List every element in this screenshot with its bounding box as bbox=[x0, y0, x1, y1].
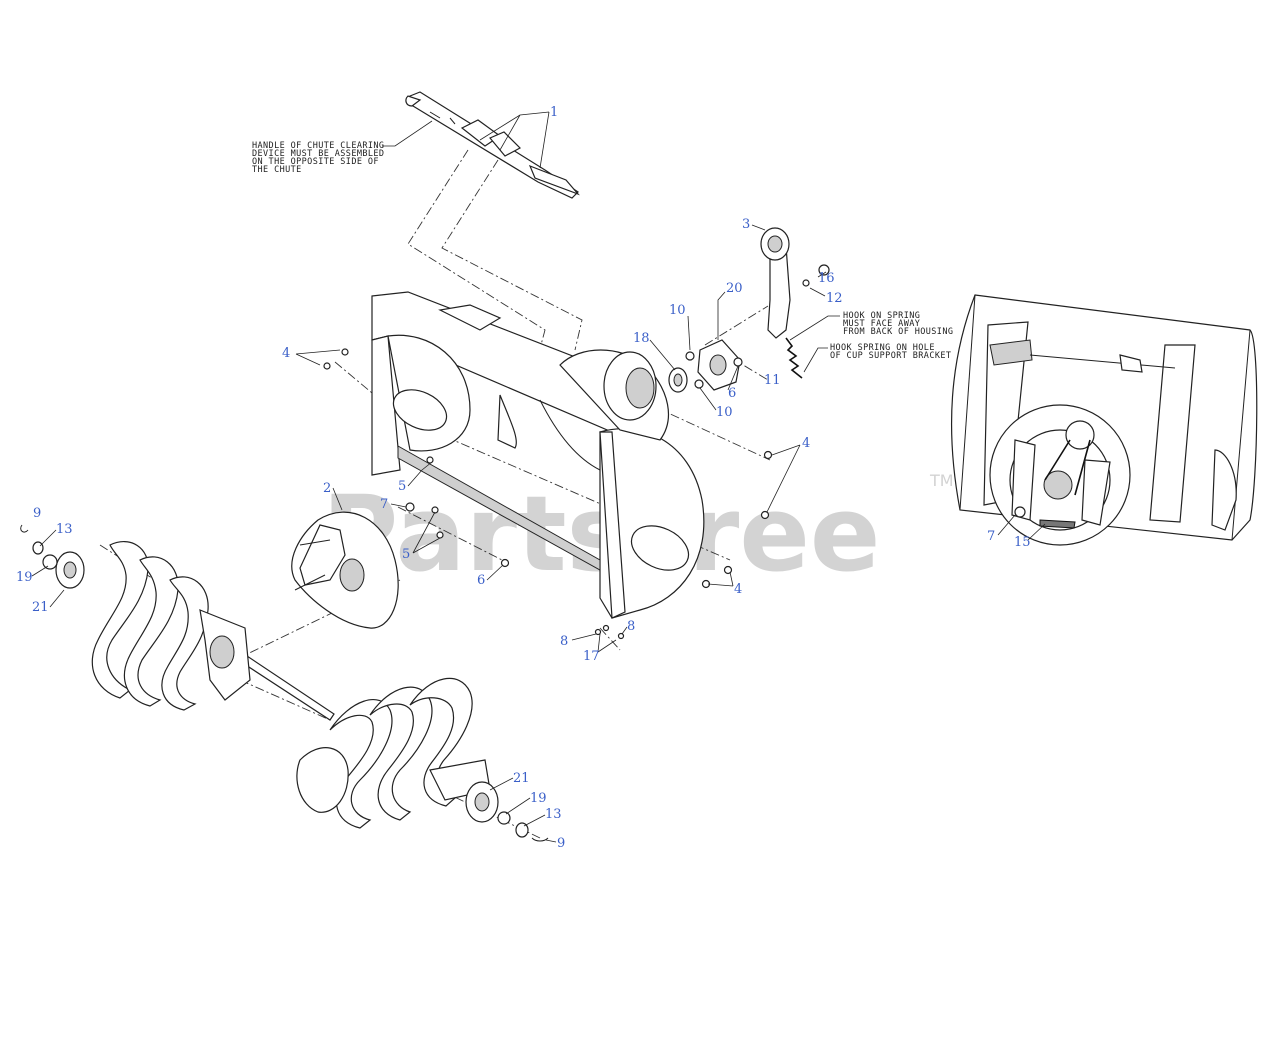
svg-text:THE CHUTE: THE CHUTE bbox=[252, 165, 302, 175]
callout-13-left: 13 bbox=[56, 522, 73, 537]
impeller-housing[interactable] bbox=[559, 349, 669, 441]
extension-spring[interactable] bbox=[785, 337, 803, 379]
callout-7-inset: 7 bbox=[987, 529, 995, 544]
svg-text:FROM BACK OF HOUSING: FROM BACK OF HOUSING bbox=[843, 327, 953, 337]
left-bearing-hub[interactable] bbox=[20, 524, 85, 589]
hardware-fasteners[interactable] bbox=[323, 348, 773, 640]
svg-text:DEVICE MUST BE ASSEMBLED: DEVICE MUST BE ASSEMBLED bbox=[252, 149, 384, 159]
callout-19-left: 19 bbox=[16, 570, 33, 585]
left-auger[interactable] bbox=[91, 540, 251, 711]
chute-clearing-tool[interactable] bbox=[405, 91, 580, 199]
callout-10-upper: 10 bbox=[669, 303, 686, 318]
svg-text:HANDLE OF CHUTE CLEARING: HANDLE OF CHUTE CLEARING bbox=[252, 141, 384, 151]
callout-12: 12 bbox=[826, 291, 843, 306]
callout-9-left: 9 bbox=[33, 506, 41, 521]
right-bearing-hub[interactable] bbox=[465, 781, 549, 842]
callout-4-lower: 4 bbox=[734, 582, 742, 597]
svg-text:MUST FACE AWAY: MUST FACE AWAY bbox=[843, 319, 920, 329]
chute-handle-note: HANDLE OF CHUTE CLEARING DEVICE MUST BE … bbox=[252, 120, 433, 175]
callout-11: 11 bbox=[764, 373, 781, 388]
watermark-trademark: TM bbox=[929, 471, 954, 490]
callout-15: 15 bbox=[1014, 535, 1031, 550]
right-auger[interactable] bbox=[296, 677, 491, 829]
callout-6-upper: 6 bbox=[728, 386, 736, 401]
callout-16: 16 bbox=[818, 271, 835, 286]
idler-pulley-bracket[interactable] bbox=[760, 227, 830, 339]
callout-21-right: 21 bbox=[513, 771, 530, 786]
svg-text:HOOK ON SPRING: HOOK ON SPRING bbox=[843, 311, 920, 321]
callout-21-left: 21 bbox=[32, 600, 49, 615]
callout-5-upper: 5 bbox=[398, 479, 406, 494]
callout-8-right: 8 bbox=[627, 619, 635, 634]
callout-17: 17 bbox=[583, 649, 600, 664]
svg-text:HOOK SPRING ON HOLE: HOOK SPRING ON HOLE bbox=[830, 343, 935, 353]
callout-13-right: 13 bbox=[545, 807, 562, 822]
callout-8-left: 8 bbox=[560, 634, 568, 649]
bearing-flange-assembly[interactable] bbox=[668, 339, 743, 393]
impeller[interactable] bbox=[291, 511, 399, 629]
callout-2: 2 bbox=[323, 481, 331, 496]
callout-3: 3 bbox=[742, 217, 750, 232]
callout-19-right: 19 bbox=[530, 791, 547, 806]
spring-hook-notes: HOOK ON SPRING MUST FACE AWAY FROM BACK … bbox=[789, 311, 953, 373]
callout-20: 20 bbox=[726, 281, 743, 296]
svg-text:OF CUP SUPPORT BRACKET: OF CUP SUPPORT BRACKET bbox=[830, 351, 951, 361]
callout-7-housing: 7 bbox=[380, 497, 388, 512]
callout-4-left: 4 bbox=[282, 346, 290, 361]
callout-18: 18 bbox=[633, 331, 650, 346]
auger-housing[interactable] bbox=[371, 291, 705, 619]
callout-labels: 1 3 16 12 20 10 18 6 10 11 4 4 4 5 5 2 7… bbox=[16, 105, 1046, 851]
callout-5-lower: 5 bbox=[402, 547, 410, 562]
callout-1: 1 bbox=[550, 105, 558, 120]
callout-9-right: 9 bbox=[557, 836, 565, 851]
assembled-housing-inset bbox=[951, 294, 1258, 546]
callout-4-right: 4 bbox=[802, 436, 810, 451]
svg-text:ON THE OPPOSITE SIDE OF: ON THE OPPOSITE SIDE OF bbox=[252, 157, 379, 167]
callout-10-lower: 10 bbox=[716, 405, 733, 420]
callout-6-lower: 6 bbox=[477, 573, 485, 588]
